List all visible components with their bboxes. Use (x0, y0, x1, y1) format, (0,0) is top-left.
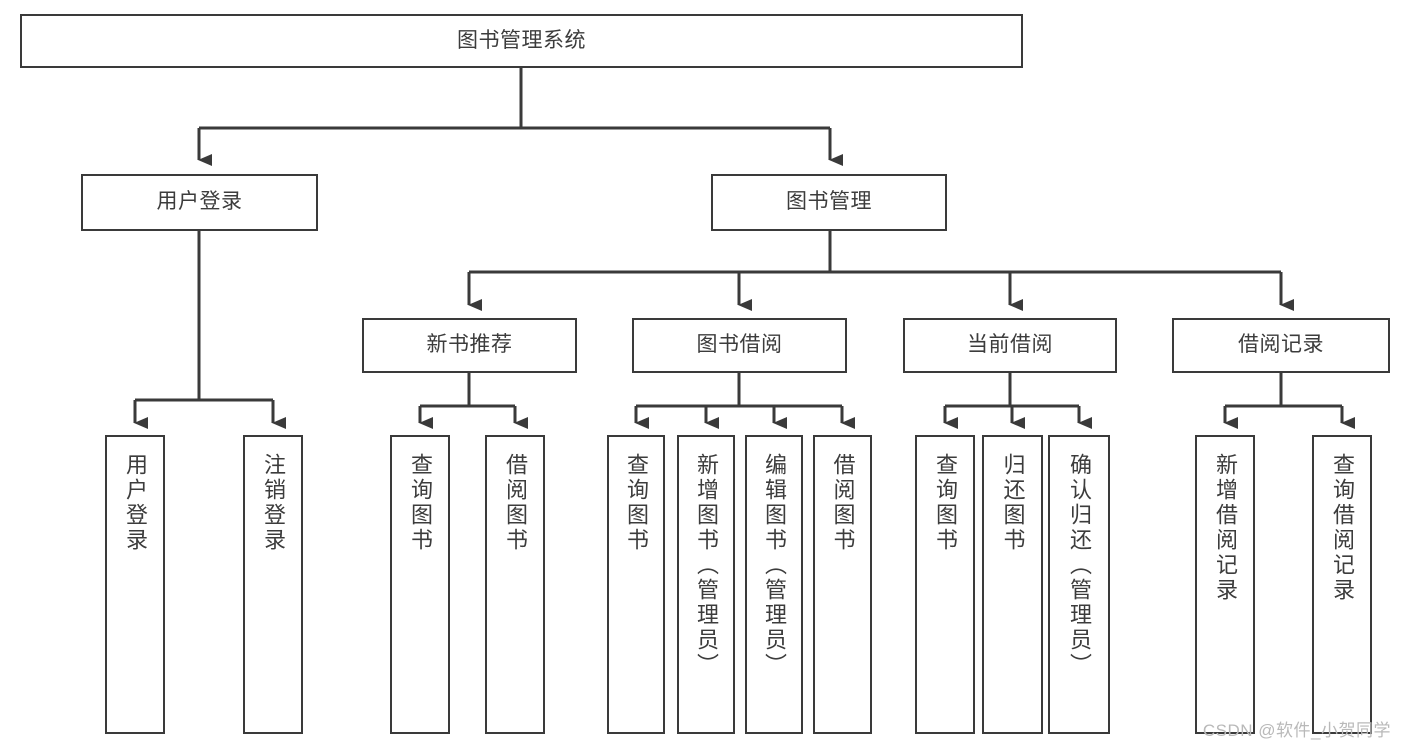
node-leaf-add-borrow-record-label: 新增借阅记录 (1212, 453, 1238, 603)
node-leaf-borrow-book[interactable]: 借阅图书 (813, 435, 872, 734)
node-book-management[interactable]: 图书管理 (711, 174, 947, 231)
node-leaf-return-book-label: 归还图书 (1000, 453, 1026, 553)
node-user-login-label: 用户登录 (156, 190, 243, 214)
node-leaf-borrow-book-recommend-label: 借阅图书 (502, 453, 528, 553)
node-book-borrow[interactable]: 图书借阅 (632, 318, 847, 373)
node-leaf-confirm-return[interactable]: 确认归还（管理员） (1048, 435, 1110, 734)
node-leaf-edit-book[interactable]: 编辑图书（管理员） (745, 435, 803, 734)
node-leaf-edit-book-label: 编辑图书（管理员） (761, 453, 787, 678)
node-leaf-return-book[interactable]: 归还图书 (982, 435, 1043, 734)
node-root[interactable]: 图书管理系统 (20, 14, 1023, 68)
node-leaf-borrow-book-label: 借阅图书 (830, 453, 856, 553)
node-leaf-confirm-return-label: 确认归还（管理员） (1066, 453, 1092, 678)
node-leaf-logout[interactable]: 注销登录 (243, 435, 303, 734)
node-leaf-query-book-borrow-label: 查询图书 (623, 453, 649, 553)
node-leaf-query-book-current-label: 查询图书 (932, 453, 958, 553)
node-new-book-recommend-label: 新书推荐 (426, 333, 513, 357)
node-current-borrow-label: 当前借阅 (967, 333, 1053, 357)
node-leaf-user-login-label: 用户登录 (122, 453, 148, 553)
node-borrow-record[interactable]: 借阅记录 (1172, 318, 1390, 373)
node-book-borrow-label: 图书借阅 (696, 333, 783, 357)
node-book-management-label: 图书管理 (786, 190, 872, 214)
node-leaf-borrow-book-recommend[interactable]: 借阅图书 (485, 435, 545, 734)
node-leaf-user-login[interactable]: 用户登录 (105, 435, 165, 734)
node-leaf-add-borrow-record[interactable]: 新增借阅记录 (1195, 435, 1255, 734)
node-leaf-query-borrow-record-label: 查询借阅记录 (1329, 453, 1355, 603)
watermark-text: CSDN @软件_小贺同学 (1202, 721, 1391, 740)
node-root-label: 图书管理系统 (457, 28, 586, 52)
node-leaf-add-book-label: 新增图书（管理员） (693, 453, 719, 678)
node-leaf-query-book-recommend[interactable]: 查询图书 (390, 435, 450, 734)
node-borrow-record-label: 借阅记录 (1238, 333, 1324, 357)
node-new-book-recommend[interactable]: 新书推荐 (362, 318, 577, 373)
node-leaf-query-book-recommend-label: 查询图书 (407, 453, 433, 553)
node-leaf-query-book-current[interactable]: 查询图书 (915, 435, 975, 734)
node-user-login[interactable]: 用户登录 (81, 174, 318, 231)
node-current-borrow[interactable]: 当前借阅 (903, 318, 1117, 373)
node-leaf-query-book-borrow[interactable]: 查询图书 (607, 435, 665, 734)
node-leaf-logout-label: 注销登录 (260, 453, 286, 553)
node-leaf-add-book[interactable]: 新增图书（管理员） (677, 435, 735, 734)
node-leaf-query-borrow-record[interactable]: 查询借阅记录 (1312, 435, 1372, 734)
